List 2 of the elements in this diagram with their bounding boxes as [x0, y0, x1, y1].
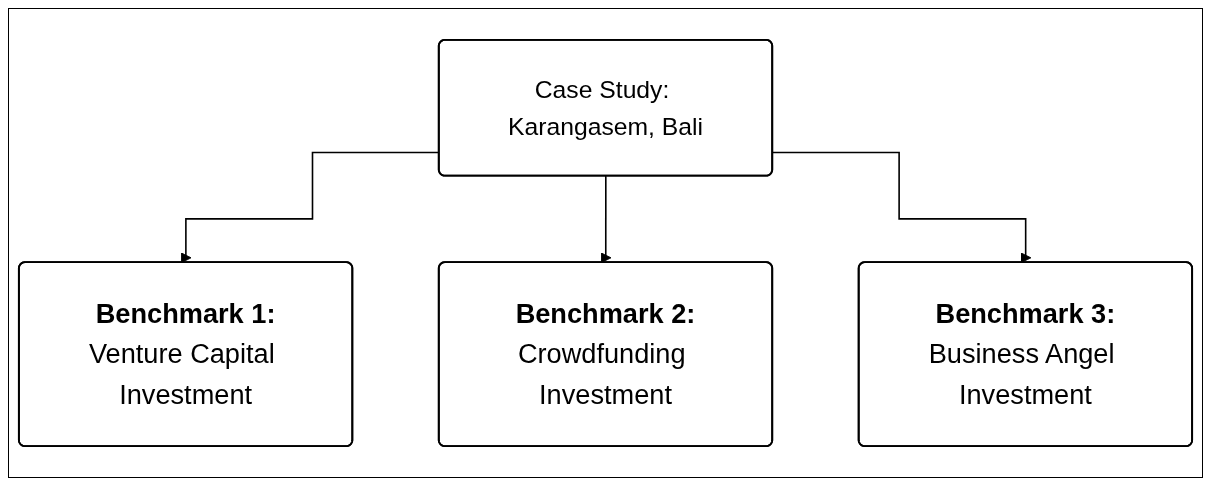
arrow — [772, 151, 1032, 264]
arrow — [600, 175, 612, 264]
